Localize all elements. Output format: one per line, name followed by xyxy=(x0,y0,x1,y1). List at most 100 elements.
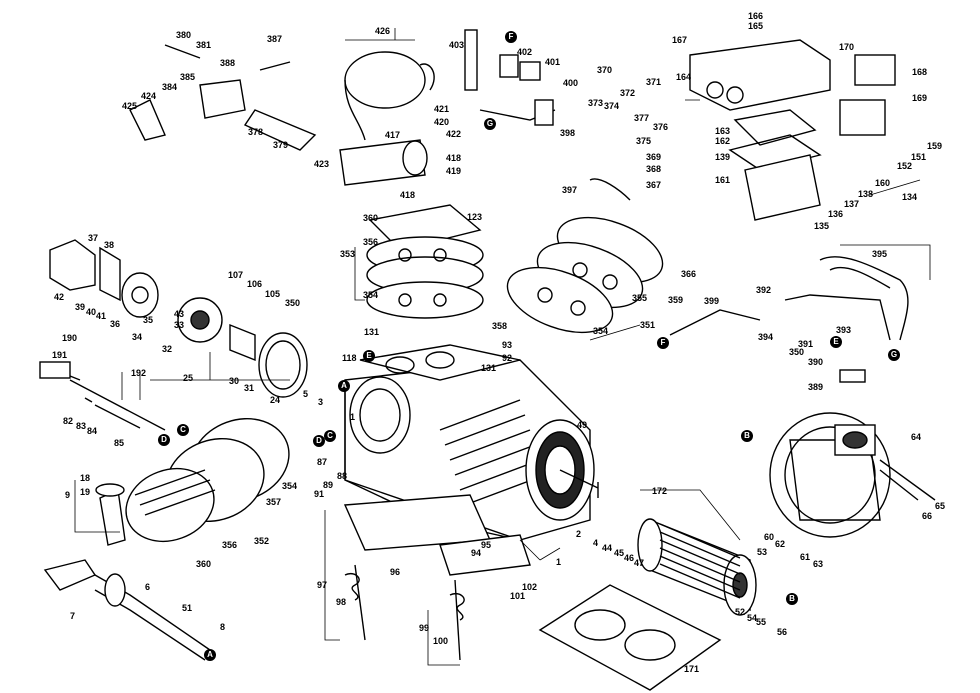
part-label-374: 374 xyxy=(604,101,620,111)
part-label-102: 102 xyxy=(522,582,538,592)
part-label-370: 370 xyxy=(597,65,613,75)
right-head-stack xyxy=(506,178,664,334)
part-label-172: 172 xyxy=(652,486,668,496)
part-label-46: 46 xyxy=(624,553,635,563)
part-label-357: 357 xyxy=(266,497,282,507)
part-label-88: 88 xyxy=(337,471,348,481)
part-label-45: 45 xyxy=(614,548,625,558)
part-label-43: 43 xyxy=(174,309,185,319)
connector-badge-D2: D xyxy=(313,435,325,447)
part-label-82: 82 xyxy=(63,416,74,426)
part-label-164: 164 xyxy=(676,72,692,82)
part-label-32: 32 xyxy=(162,344,173,354)
gasket xyxy=(538,584,722,691)
part-label-359: 359 xyxy=(668,295,684,305)
part-label-96: 96 xyxy=(390,567,401,577)
part-label-137: 137 xyxy=(844,199,860,209)
part-label-4: 4 xyxy=(593,538,599,548)
part-label-98: 98 xyxy=(336,597,347,607)
part-label-358: 358 xyxy=(492,321,508,331)
part-label-171: 171 xyxy=(684,664,700,674)
part-label-367: 367 xyxy=(646,180,662,190)
part-label-167: 167 xyxy=(672,35,688,45)
part-label-418b: 418 xyxy=(400,190,416,200)
connector-badge-A1: A xyxy=(338,380,350,392)
leader-lines xyxy=(74,28,931,666)
part-label-192: 192 xyxy=(131,368,147,378)
part-label-380: 380 xyxy=(176,30,192,40)
part-label-166: 166 xyxy=(748,11,764,21)
part-label-353: 353 xyxy=(340,249,356,259)
part-label-52: 52 xyxy=(735,607,746,617)
part-label-9: 9 xyxy=(65,490,71,500)
part-label-369: 369 xyxy=(646,152,662,162)
part-label-397: 397 xyxy=(562,185,578,195)
discharge-pipe xyxy=(669,256,909,383)
part-label-39: 39 xyxy=(75,302,86,312)
part-label-355: 355 xyxy=(632,293,648,303)
part-label-378: 378 xyxy=(248,127,264,137)
part-label-424: 424 xyxy=(141,91,157,101)
part-label-24: 24 xyxy=(270,395,281,405)
part-label-105: 105 xyxy=(265,289,281,299)
part-label-136: 136 xyxy=(828,209,844,219)
part-label-89: 89 xyxy=(323,480,334,490)
part-label-135: 135 xyxy=(814,221,830,231)
part-label-94: 94 xyxy=(471,548,482,558)
part-label-360a: 360 xyxy=(363,213,379,223)
part-label-65: 65 xyxy=(935,501,946,511)
part-label-123: 123 xyxy=(467,212,483,222)
part-label-356b: 356 xyxy=(222,540,238,550)
connector-badge-B1: B xyxy=(741,430,753,442)
part-label-399: 399 xyxy=(704,296,720,306)
part-label-64: 64 xyxy=(911,432,922,442)
part-label-47: 47 xyxy=(634,558,645,568)
part-label-101: 101 xyxy=(510,591,526,601)
part-label-85: 85 xyxy=(114,438,125,448)
part-label-37: 37 xyxy=(88,233,99,243)
part-label-25: 25 xyxy=(183,373,194,383)
compressor-body xyxy=(344,344,599,541)
part-label-375: 375 xyxy=(636,136,652,146)
part-label-351: 351 xyxy=(640,320,656,330)
part-label-1a: 1 xyxy=(350,412,356,422)
part-label-391: 391 xyxy=(798,339,814,349)
rotor-assembly xyxy=(637,518,757,616)
part-label-392: 392 xyxy=(756,285,772,295)
part-label-44: 44 xyxy=(602,543,613,553)
part-label-139: 139 xyxy=(715,152,731,162)
part-label-350a: 350 xyxy=(285,298,301,308)
part-label-395: 395 xyxy=(872,249,888,259)
part-label-379: 379 xyxy=(273,140,289,150)
part-label-40: 40 xyxy=(86,307,97,317)
part-label-417: 417 xyxy=(385,130,401,140)
part-label-422: 422 xyxy=(446,129,462,139)
part-label-163: 163 xyxy=(715,126,731,136)
base-plate xyxy=(343,494,531,661)
connector-badge-F1: F xyxy=(505,31,517,43)
part-label-191: 191 xyxy=(52,350,68,360)
part-label-394: 394 xyxy=(758,332,774,342)
part-label-2: 2 xyxy=(576,529,582,539)
suction-strainer xyxy=(129,44,317,151)
part-label-159: 159 xyxy=(927,141,943,151)
part-label-5: 5 xyxy=(303,389,309,399)
part-label-134: 134 xyxy=(902,192,918,202)
part-label-390: 390 xyxy=(808,357,824,367)
connector-badge-D1: D xyxy=(158,434,170,446)
part-label-389: 389 xyxy=(808,382,824,392)
part-label-138: 138 xyxy=(858,189,874,199)
part-label-42: 42 xyxy=(54,292,65,302)
part-label-418a: 418 xyxy=(446,153,462,163)
connector-badge-C1: C xyxy=(177,424,189,436)
part-label-56: 56 xyxy=(777,627,788,637)
part-label-51: 51 xyxy=(182,603,193,613)
part-label-354b: 354 xyxy=(593,326,609,336)
part-label-165: 165 xyxy=(748,21,764,31)
connector-badge-E1: E xyxy=(363,350,375,362)
part-label-356a: 356 xyxy=(363,237,379,247)
part-label-54: 54 xyxy=(747,613,758,623)
part-label-38: 38 xyxy=(104,240,115,250)
oil-strainer xyxy=(39,361,166,431)
